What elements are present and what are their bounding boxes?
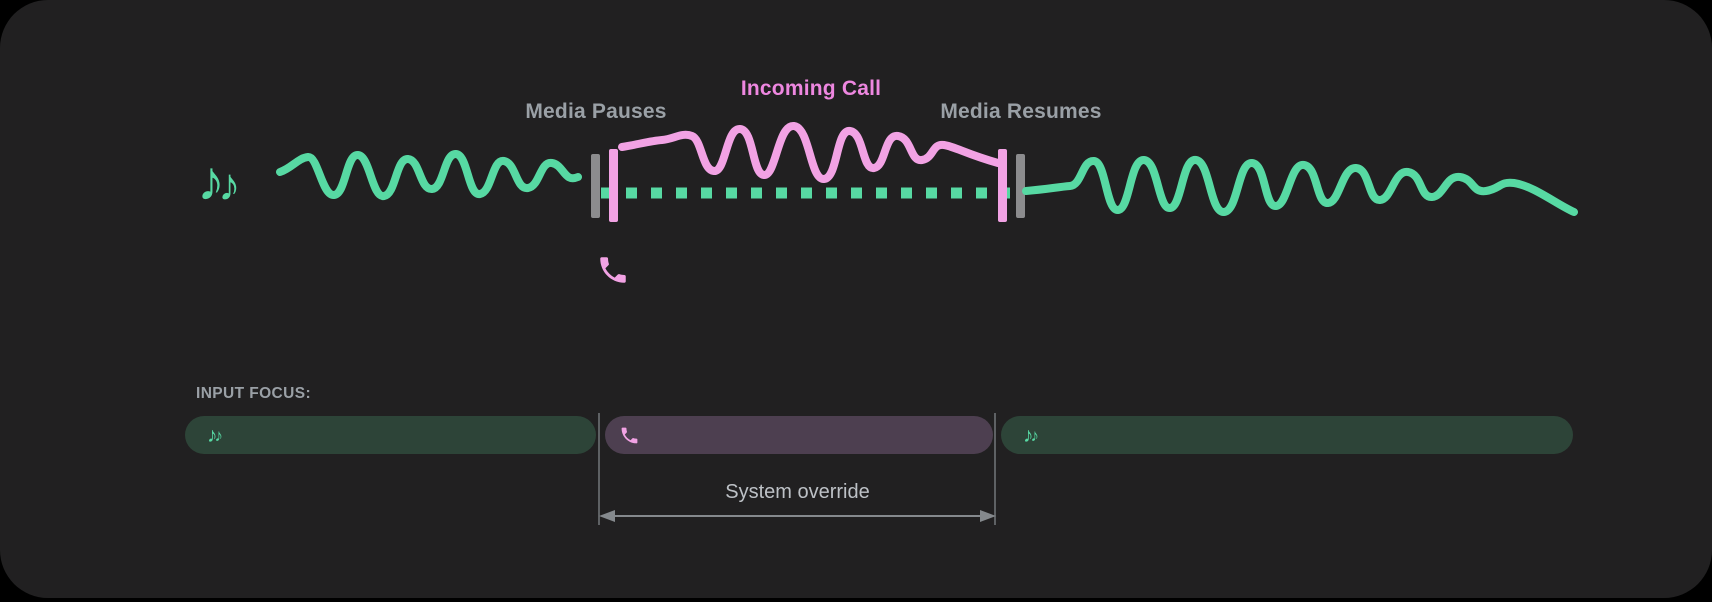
- music-notes-icon: ♪♪: [1023, 425, 1039, 446]
- override-right-guide-line: [994, 413, 996, 525]
- music-notes-icon: ♪♪: [207, 425, 223, 446]
- override-left-guide-line: [598, 413, 600, 525]
- system-override-span-arrow: [599, 510, 996, 522]
- phone-icon: [600, 257, 626, 283]
- music-note-glyph: ♪: [197, 149, 225, 212]
- media-resumes-label: Media Resumes: [940, 100, 1102, 123]
- media-wave-before: [276, 150, 582, 200]
- pause-marker-gray-bar: [591, 154, 600, 218]
- media-wave-after: [1022, 156, 1578, 216]
- focus-bar-call: [605, 416, 993, 454]
- pause-marker-pink-bar: [609, 149, 618, 222]
- music-note-glyph: ♪: [218, 159, 241, 210]
- music-note-glyph: ♪: [1023, 423, 1034, 447]
- music-note-glyph: ♪: [1030, 425, 1040, 445]
- system-override-label: System override: [725, 481, 870, 503]
- resume-marker-pink-bar: [998, 149, 1007, 222]
- music-note-glyph: ♪: [214, 425, 224, 445]
- focus-bar-media-before: ♪♪: [185, 416, 596, 454]
- focus-bar-media-after: ♪♪: [1001, 416, 1573, 454]
- resume-marker-gray-bar: [1016, 154, 1025, 218]
- incoming-call-wave: [618, 122, 1002, 183]
- input-focus-heading: INPUT FOCUS:: [196, 385, 312, 402]
- media-pauses-label: Media Pauses: [525, 100, 667, 123]
- music-note-glyph: ♪: [207, 423, 218, 447]
- incoming-call-label: Incoming Call: [740, 77, 882, 100]
- music-notes-icon: ♪♪: [197, 153, 241, 209]
- phone-icon: [621, 427, 638, 443]
